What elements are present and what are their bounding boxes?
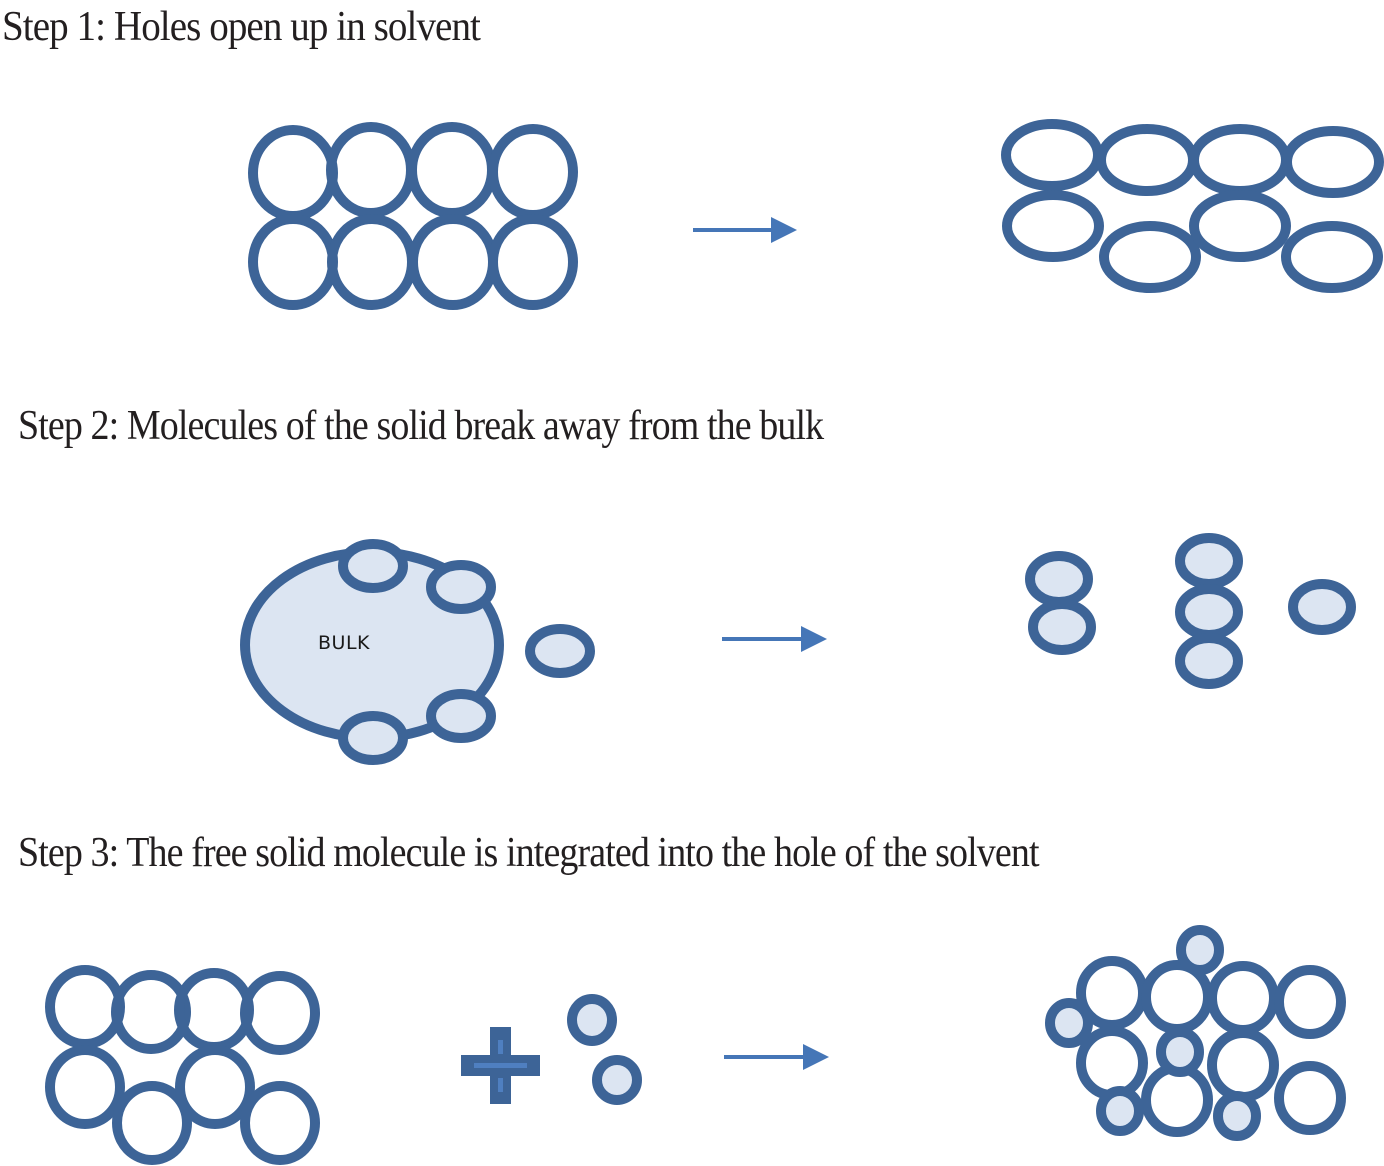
step-3-title: Step 3: The free solid molecule is integ… — [18, 830, 1040, 876]
step-1-solvent-packed — [248, 122, 578, 310]
plus-icon — [461, 1027, 540, 1104]
step-3-free-solid-molecules — [567, 994, 642, 1105]
right-arrow-icon — [724, 1044, 829, 1070]
bulk-label: BULK — [318, 632, 370, 654]
right-arrow-icon — [693, 217, 797, 243]
step-3-solution-lattice — [1045, 925, 1346, 1141]
step-2-separated-molecules — [1025, 533, 1356, 689]
step-2-title: Step 2: Molecules of the solid break awa… — [18, 403, 824, 449]
right-arrow-icon — [722, 626, 827, 652]
step-1-solvent-with-holes — [1001, 119, 1384, 293]
step-1-title: Step 1: Holes open up in solvent — [2, 4, 481, 50]
step-2-solid-bulk: BULK — [240, 539, 595, 765]
step-3-solvent-with-holes — [45, 965, 320, 1165]
